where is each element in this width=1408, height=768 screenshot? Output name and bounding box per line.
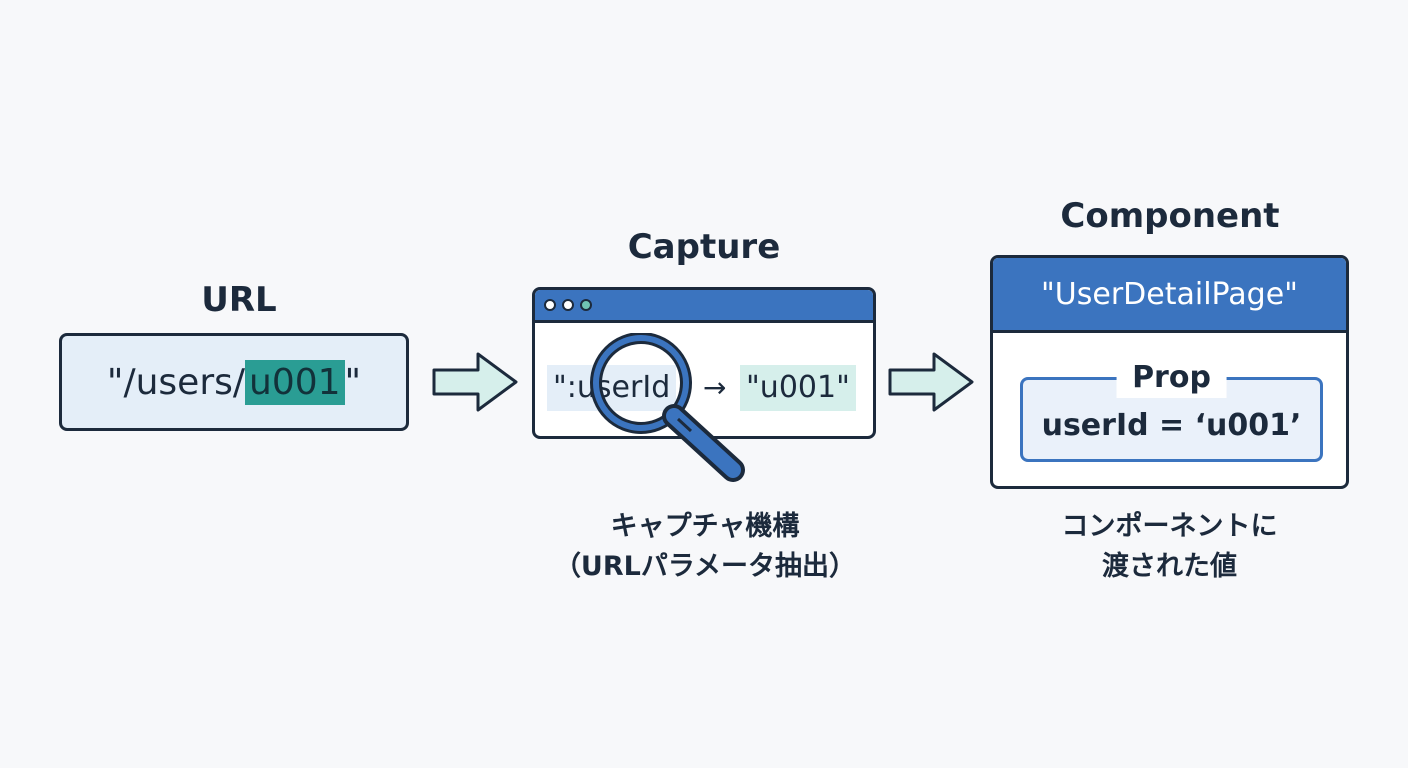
prop-value: userId = ‘u001’ <box>1041 408 1302 443</box>
window-dot-icon <box>562 299 574 311</box>
capture-caption-line1: キャプチャ機構 <box>610 511 800 542</box>
right-arrow-icon <box>432 352 518 412</box>
url-path-param: u001 <box>245 359 345 405</box>
prop-label: Prop <box>1116 358 1227 398</box>
url-path-suffix: " <box>344 361 362 403</box>
component-window: "UserDetailPage" Prop userId = ‘u001’ <box>990 255 1349 489</box>
prop-box: Prop userId = ‘u001’ <box>1020 358 1323 462</box>
right-arrow-icon <box>888 352 974 412</box>
capture-titlebar <box>535 290 873 323</box>
url-title: URL <box>201 280 277 320</box>
component-title: Component <box>1060 196 1280 236</box>
component-caption: コンポーネントに 渡された値 <box>990 507 1349 587</box>
capture-caption-line2: （URLパラメータ抽出） <box>553 551 857 582</box>
param-key: ":userId <box>547 365 677 411</box>
url-path-prefix: "/users/ <box>106 361 245 403</box>
magnifier-icon <box>590 333 745 482</box>
component-name: "UserDetailPage" <box>993 258 1346 333</box>
component-caption-line2: 渡された値 <box>1102 551 1237 582</box>
param-arrow: → <box>703 371 727 404</box>
param-value: "u001" <box>740 365 856 411</box>
capture-caption: キャプチャ機構 （URLパラメータ抽出） <box>505 507 905 587</box>
capture-title: Capture <box>627 227 781 267</box>
component-caption-line1: コンポーネントに <box>1061 511 1278 542</box>
window-dot-icon <box>544 299 556 311</box>
url-box: "/users/u001" <box>59 333 409 431</box>
capture-window: ":userId → "u001" <box>532 287 876 439</box>
window-dot-icon <box>580 299 592 311</box>
